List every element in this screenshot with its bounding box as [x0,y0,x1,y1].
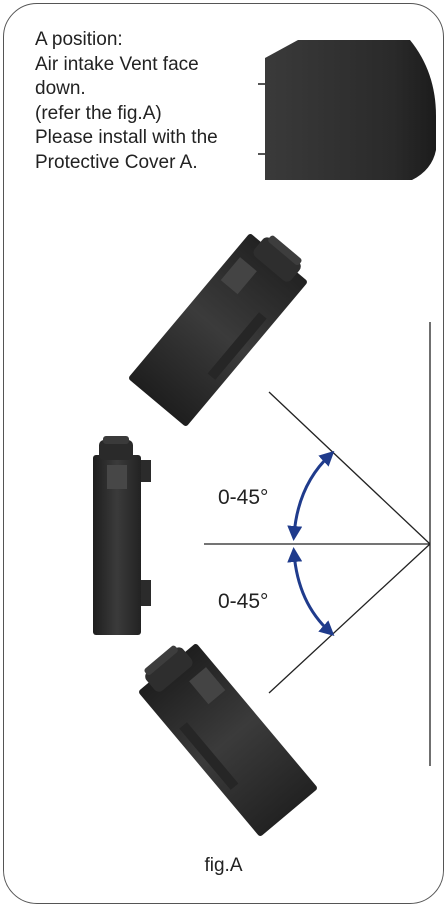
lower-angle-arrow-icon [287,547,335,637]
instruction-line: Protective Cover A. [35,151,198,173]
instruction-line: (refer the fig.A) [35,102,162,124]
instruction-line: Please install with the [35,127,218,148]
projector-level-icon [93,436,151,635]
lower-limit-line [268,543,431,694]
instruction-line: down. [35,78,86,99]
projector-tilted-up-icon [129,234,307,426]
upper-angle-label: 0-45° [218,486,269,509]
instruction-line: A position: [35,29,123,50]
upper-limit-line [268,391,431,545]
projector-tilted-down-icon [139,644,317,836]
instruction-text: A position: Air intake Vent face down. (… [35,28,250,175]
figure-frame [3,3,444,904]
lower-angle-label: 0-45° [218,590,269,613]
projector-cover-block-icon [258,40,436,180]
instruction-line: Air intake Vent face [35,53,199,75]
angle-reference-lines [204,322,431,766]
upper-angle-arrow-icon [287,450,335,541]
figure-caption: fig.A [204,855,243,876]
